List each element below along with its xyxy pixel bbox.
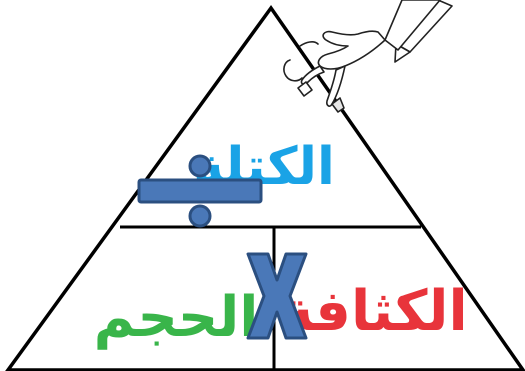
hand-holding-pen-icon [284, 0, 452, 112]
volume-label: الحجم [94, 285, 259, 350]
density-label: الكثافة [280, 279, 467, 344]
